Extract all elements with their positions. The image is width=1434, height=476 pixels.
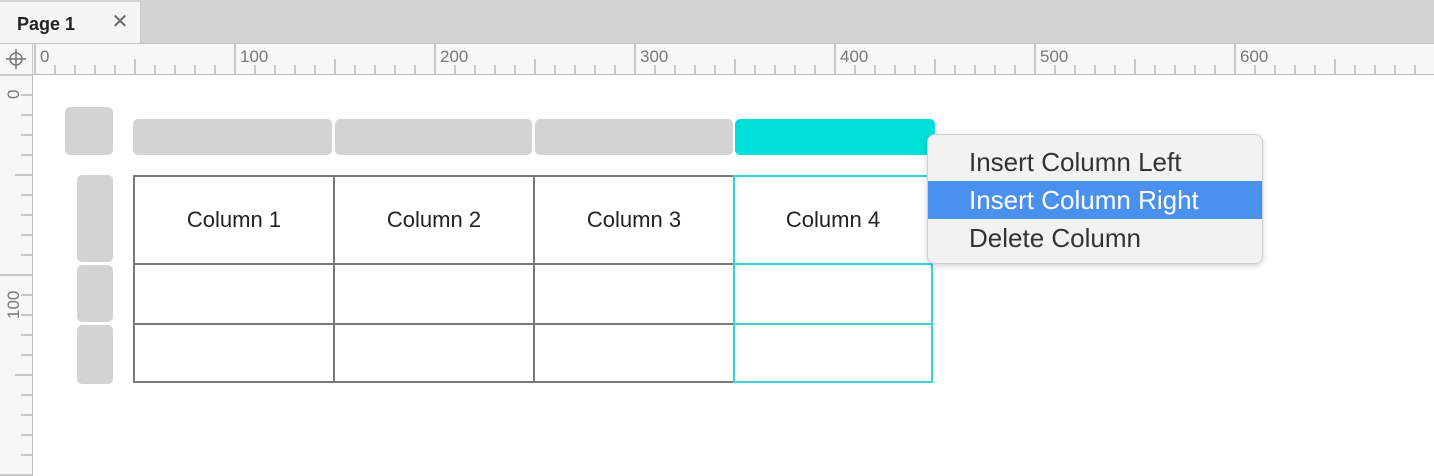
ruler-label: 0	[4, 89, 23, 99]
tab-bar: Page 1 ✕	[0, 0, 1434, 44]
ruler-label: 200	[440, 47, 469, 66]
insert-column-left-item[interactable]: Insert Column Left	[969, 147, 1182, 177]
column-1-handle[interactable]	[133, 119, 332, 155]
table-cell[interactable]	[333, 263, 535, 325]
header-cell[interactable]: Column 2	[333, 175, 535, 265]
horizontal-ruler: 0 100 200 300 400 500 600	[33, 44, 1434, 75]
table-cell[interactable]	[533, 263, 735, 325]
select-all-handle[interactable]	[65, 107, 113, 155]
ruler-label: 400	[840, 47, 869, 66]
header-cell[interactable]: Column 1	[133, 175, 335, 265]
table-cell[interactable]	[533, 323, 735, 383]
header-cell[interactable]: Column 4	[733, 175, 933, 265]
row-1-handle[interactable]	[77, 175, 113, 262]
ruler-label: 0	[40, 47, 50, 66]
delete-column-item[interactable]: Delete Column	[969, 223, 1141, 253]
table-cell[interactable]	[133, 263, 335, 325]
ruler-corner[interactable]	[0, 44, 33, 75]
ruler-label: 300	[640, 47, 669, 66]
vertical-ruler: 0 100	[0, 75, 33, 476]
ruler-label: 600	[1240, 47, 1269, 66]
tab-label: Page 1	[17, 14, 76, 34]
ruler-label: 500	[1040, 47, 1069, 66]
ruler-label: 100	[240, 47, 269, 66]
table-cell[interactable]	[333, 323, 535, 383]
row-2-handle[interactable]	[77, 265, 113, 322]
insert-column-right-item[interactable]: Insert Column Right	[928, 181, 1262, 219]
ruler-ticks	[0, 75, 32, 476]
row-3-handle[interactable]	[77, 325, 113, 384]
ruler-ticks	[34, 44, 1416, 74]
table-cell[interactable]	[133, 323, 335, 383]
close-icon[interactable]: ✕	[111, 11, 129, 33]
column-4-handle[interactable]	[735, 119, 935, 155]
tab-page-1[interactable]: Page 1 ✕	[0, 2, 141, 43]
context-menu: Insert Column Left Insert Column Right D…	[927, 134, 1263, 264]
crosshair-icon	[6, 49, 26, 69]
ruler-label: 100	[4, 290, 23, 319]
column-3-handle[interactable]	[535, 119, 733, 155]
table-cell[interactable]	[733, 323, 933, 383]
column-2-handle[interactable]	[335, 119, 532, 155]
table: Column 1 Column 2 Column 3 Column 4	[133, 175, 933, 383]
table-cell[interactable]	[733, 263, 933, 325]
header-cell[interactable]: Column 3	[533, 175, 735, 265]
